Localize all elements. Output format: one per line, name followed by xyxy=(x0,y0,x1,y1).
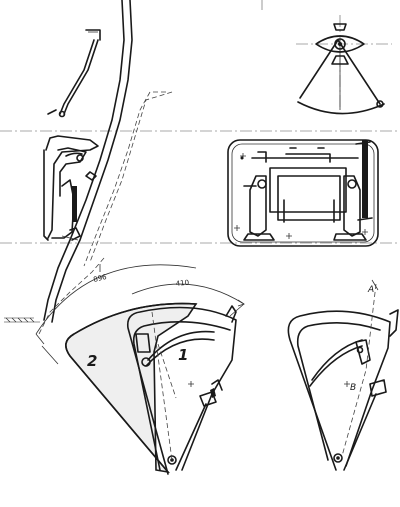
side-view-quadrant xyxy=(43,135,99,241)
rear-view-assembly xyxy=(227,139,379,247)
quadrant-positions xyxy=(35,264,245,475)
single-quadrant-view xyxy=(287,279,399,471)
top-right-sector xyxy=(297,23,385,115)
marker-label-a: A xyxy=(367,285,374,295)
part-label-two: 2 xyxy=(87,352,97,370)
part-label-one: 1 xyxy=(178,346,188,364)
side-view-lever xyxy=(4,0,173,337)
marker-label-b: B xyxy=(350,383,356,393)
dimension-label-inner: 410 xyxy=(175,279,189,288)
dimension-label-outer: 896 xyxy=(93,273,108,284)
